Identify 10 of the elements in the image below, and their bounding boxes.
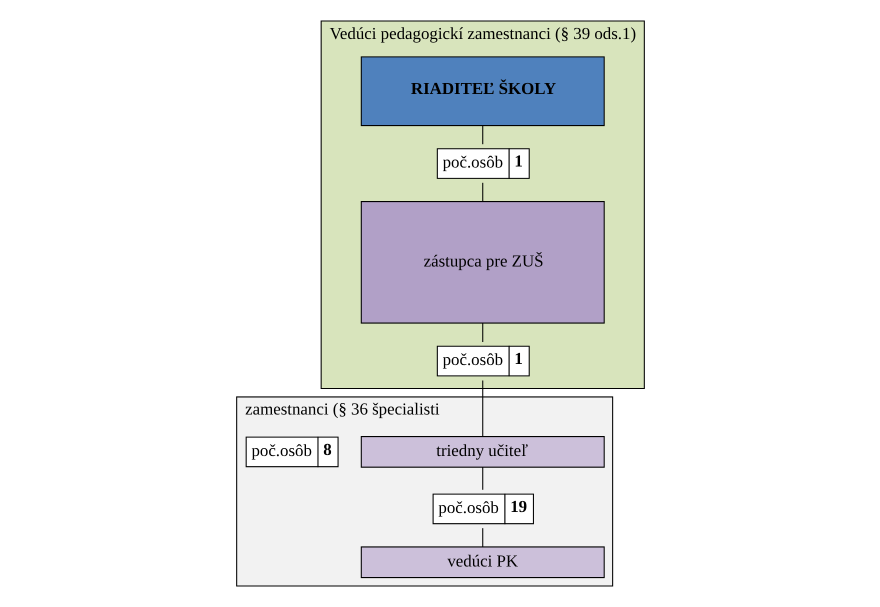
connector xyxy=(482,323,483,342)
connector xyxy=(482,528,483,547)
connector xyxy=(482,182,483,202)
connector xyxy=(482,467,483,490)
node-box: zástupca pre ZUŠ xyxy=(360,201,604,324)
node-box: vedúci PK xyxy=(360,546,604,578)
node-box: triedny učiteľ xyxy=(360,436,604,468)
connector xyxy=(482,126,483,144)
node-box: RIADITEĽ ŠKOLY xyxy=(360,56,604,126)
connector xyxy=(482,380,483,437)
